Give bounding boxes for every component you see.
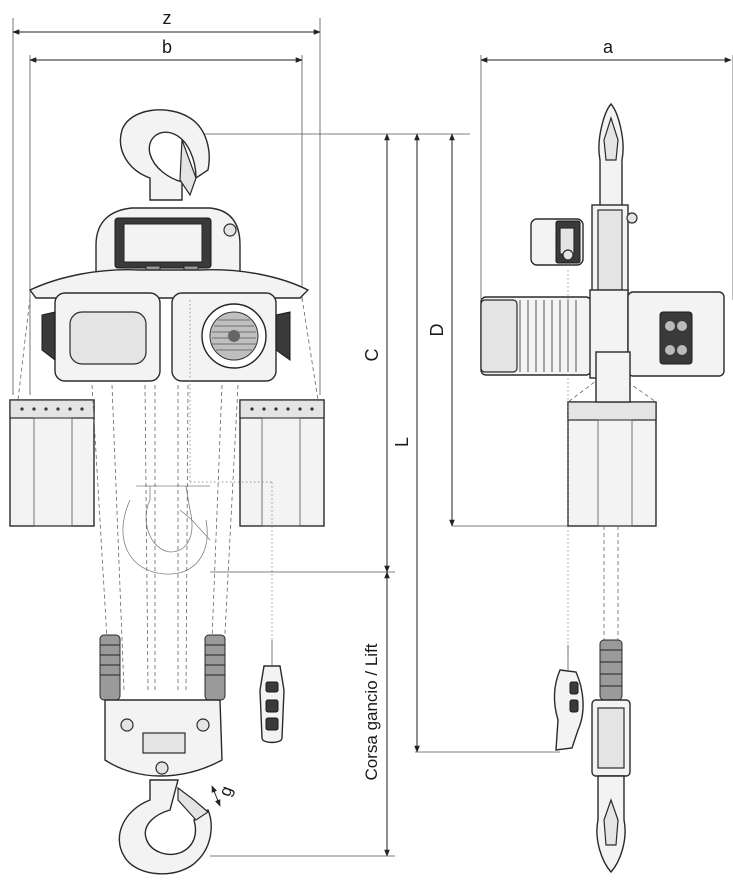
front-view — [9, 109, 325, 875]
dimension-lift-label: Corsa gancio / Lift — [362, 643, 381, 780]
dimension-b: b — [29, 37, 303, 395]
hook-upper-position — [122, 485, 211, 575]
dimension-g-label: g — [215, 783, 236, 798]
side-view — [480, 102, 725, 874]
dimension-z-label: z — [163, 8, 172, 28]
side-chain-bag — [567, 401, 657, 527]
dimension-lift: Corsa gancio / Lift — [362, 571, 390, 857]
right-chain-bag — [239, 399, 325, 527]
crossbar — [28, 268, 310, 299]
dimension-c-label: C — [362, 349, 382, 362]
chain-guides — [99, 634, 226, 701]
dimension-b-label: b — [162, 37, 172, 57]
dimension-d: D — [427, 133, 455, 527]
dimension-g: g — [211, 783, 236, 807]
dimension-z: z — [12, 8, 321, 395]
left-chain-bag — [9, 399, 95, 527]
bottom-hook — [118, 779, 212, 875]
dimension-l: L — [392, 133, 420, 753]
dimension-l-label: L — [392, 437, 412, 447]
side-pendant — [553, 645, 584, 751]
dimension-a-label: a — [603, 37, 614, 57]
top-hook — [119, 109, 210, 201]
dimension-c: C — [362, 133, 390, 573]
dimension-d-label: D — [427, 324, 447, 337]
dimension-a: a — [480, 37, 733, 300]
pendant-control — [259, 640, 285, 744]
